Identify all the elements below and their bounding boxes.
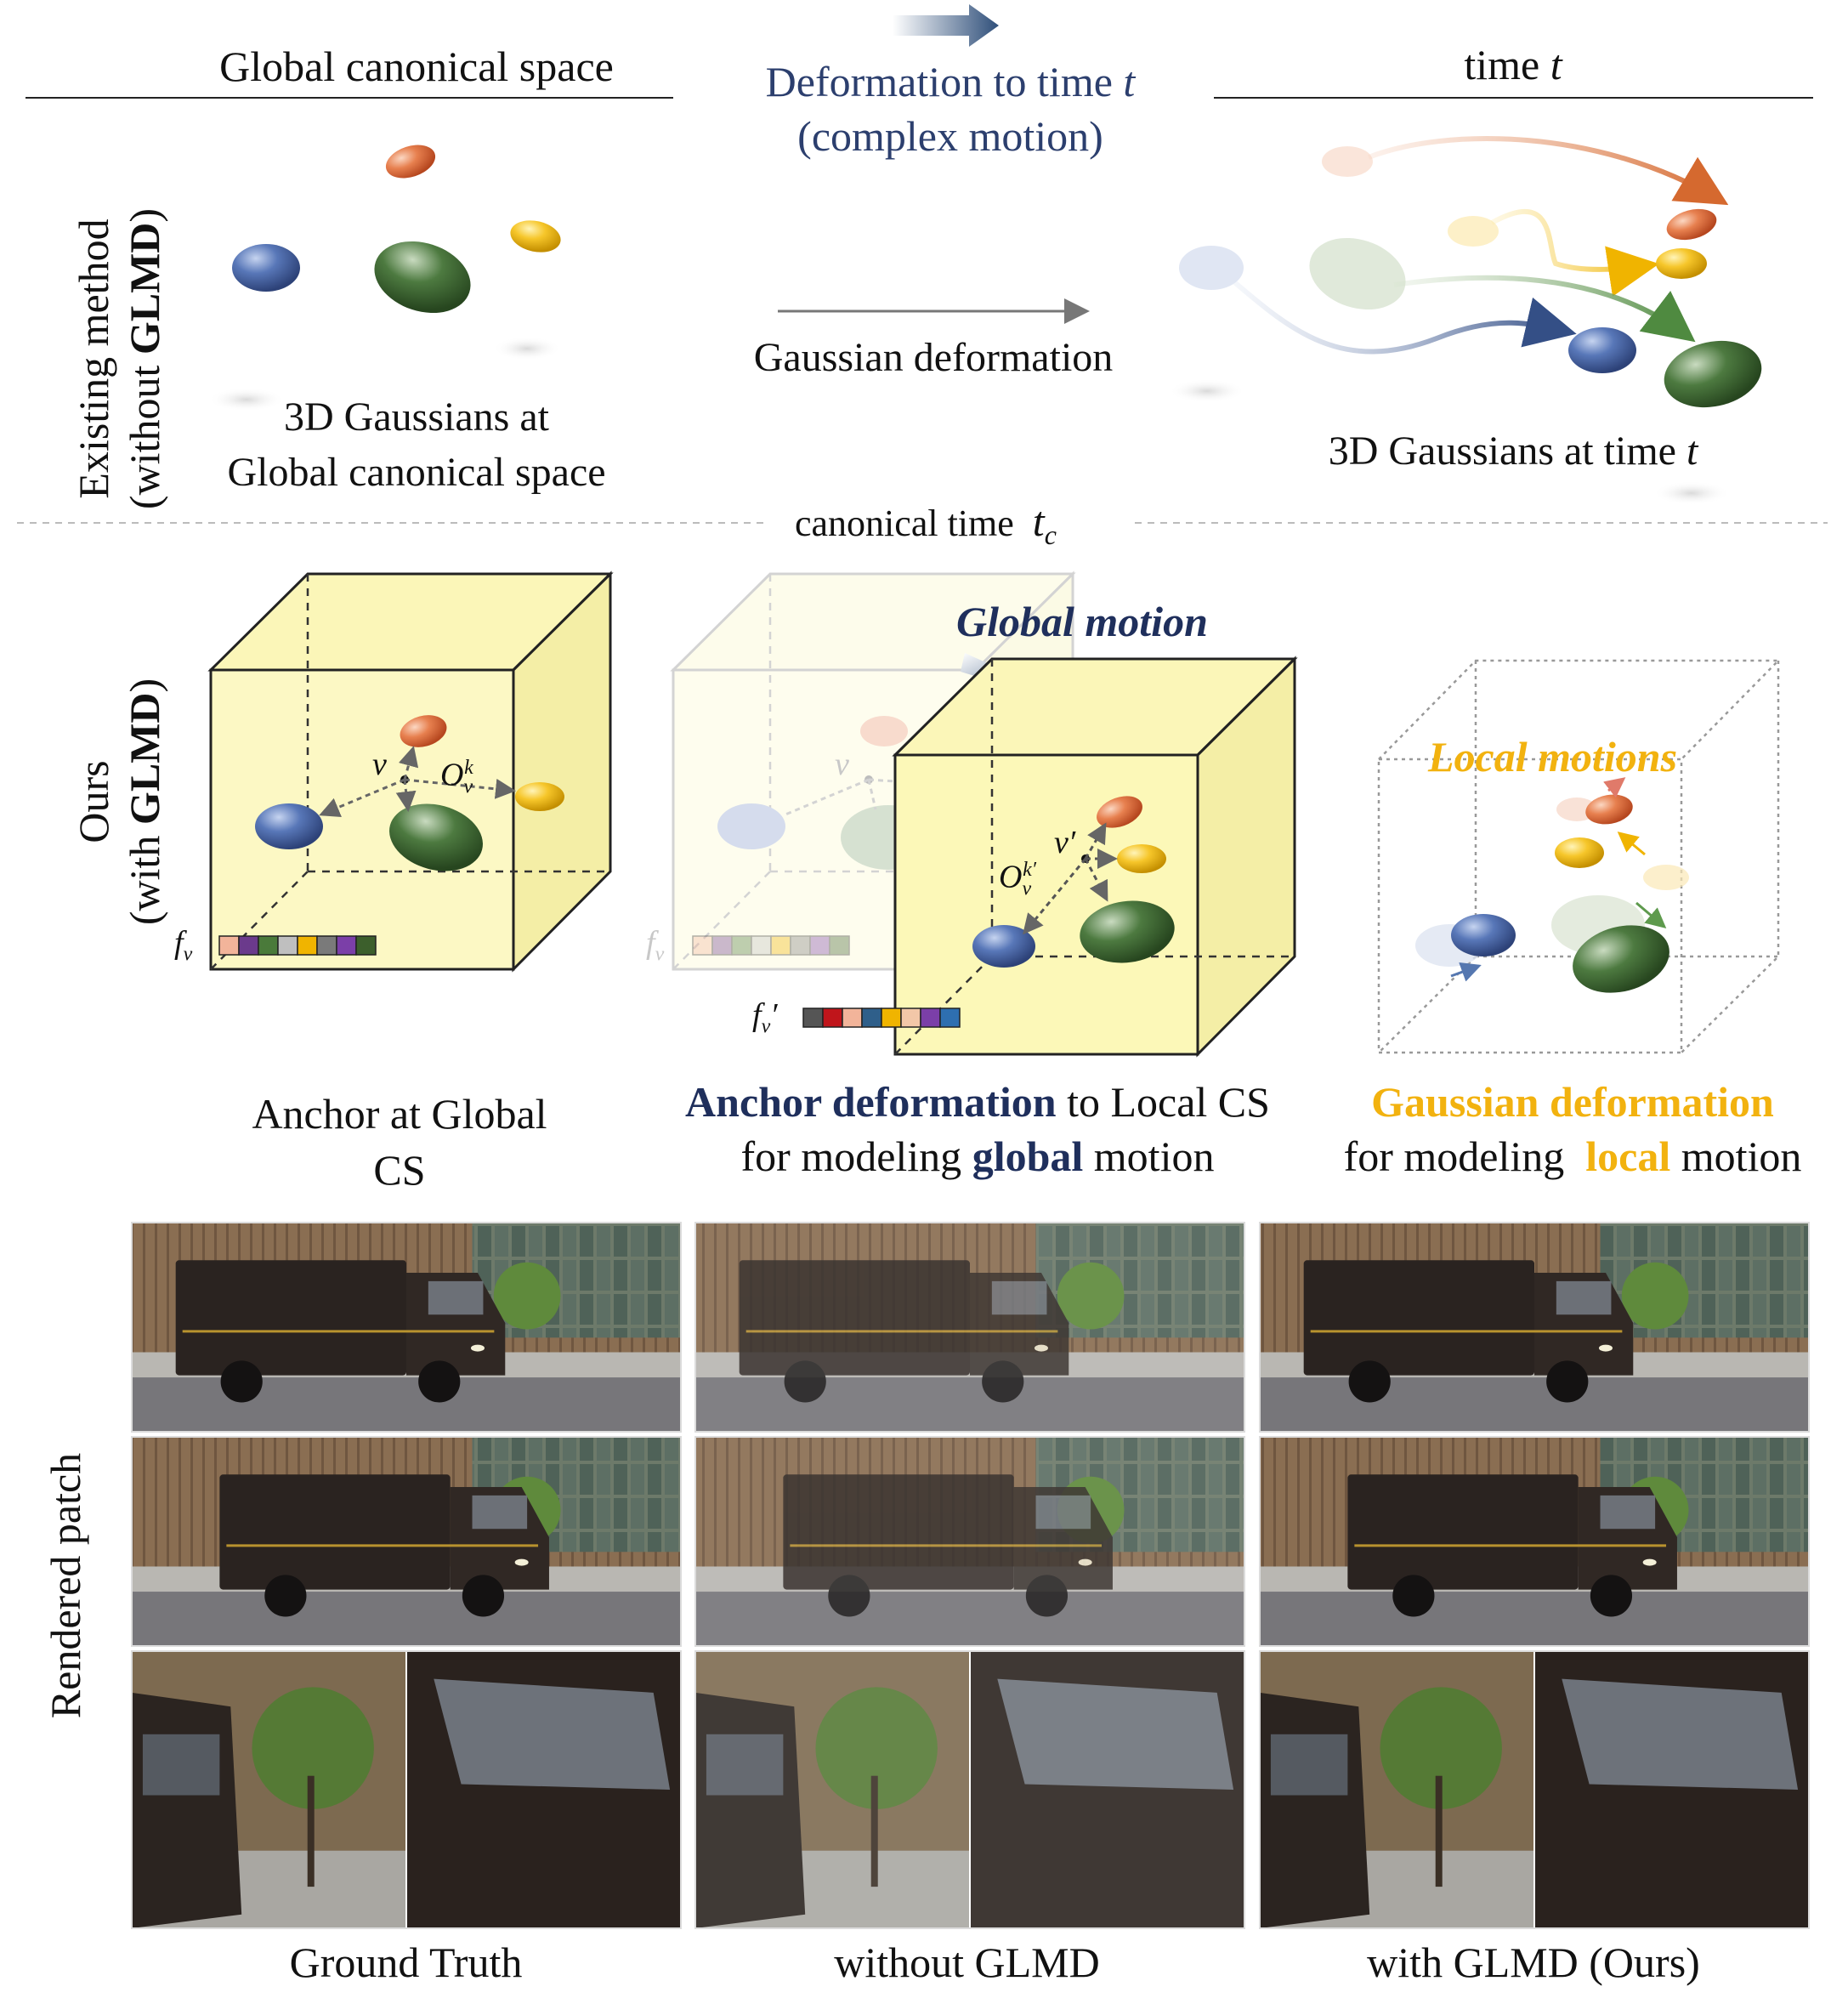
top-left-title: Global canonical space [219,43,614,90]
feature-prime-label: fv′ [752,997,778,1038]
feature-cell [829,935,850,956]
caption-gaussian-deformation-line2: for modeling local motion [1343,1132,1802,1180]
feature-cell [842,1008,863,1028]
local-motion-cube [1377,659,1781,1054]
feature-cell [920,1008,941,1028]
top-middle-title-line2: (complex motion) [797,112,1103,160]
feature-cell [770,935,791,956]
feature-cell [277,935,298,956]
left-caption-line1: 3D Gaussians at [284,394,549,440]
row-label-rendered: Rendered patch [42,1452,89,1719]
feature-cell [218,935,240,956]
canonical-time-label: canonical time tc [795,497,1057,550]
column-label-with-glmd: with GLMD (Ours) [1367,1938,1700,1986]
feature-cell [258,935,279,956]
feature-cell [861,1008,882,1028]
gaussian-blue-icon [232,244,300,292]
feature-cell [316,935,337,956]
feature-cell [822,1008,843,1028]
anchor-feature-vector [218,935,377,956]
local-feature-vector [802,1008,961,1028]
gaussian-deformation-label: Gaussian deformation [753,335,1114,380]
rendered-patch-r1c0 [131,1222,682,1433]
feature-cell [355,935,377,956]
global-cs-cube [207,570,614,973]
rendered-patches [131,1222,1810,1929]
deformation-arrow-icon [893,4,999,47]
rendered-patch-r2c0 [131,1436,682,1647]
closeup-patch-r3c1 [694,1650,1245,1929]
column-label-ground-truth: Ground Truth [289,1938,523,1986]
column-label-without-glmd: without GLMD [834,1938,1100,1986]
gaussian-yellow-icon [510,220,561,253]
top-middle-title-line1: Deformation to time t [765,58,1136,105]
local-motions-label: Local motions [1428,733,1678,780]
rendered-patch-r2c2 [1259,1436,1810,1647]
closeup-patch-r3c0 [131,1650,682,1929]
offset-label: Ovk [440,757,473,798]
feature-cell [939,1008,961,1028]
faded-feature-label: fv [646,925,665,966]
gaussian-green-icon [374,241,471,314]
faded-feature-vector [692,935,850,956]
feature-cell [900,1008,921,1028]
top-right-title: time t [1464,41,1562,88]
caption-anchor-deformation-line1: Anchor deformation to Local CS [685,1078,1270,1126]
feature-label: fv [174,925,193,966]
feature-cell [711,935,733,956]
caption-gaussian-deformation-line1: Gaussian deformation [1371,1078,1774,1126]
feature-cell [692,935,713,956]
left-caption-line2: Global canonical space [227,450,606,495]
rendered-patch-r1c1 [694,1222,1245,1433]
feature-cell [881,1008,902,1028]
gaussian-orange-icon [385,145,436,179]
feature-cell [731,935,752,956]
anchor-v-prime-label: v′ [1054,825,1076,860]
offset-prime-label: Ovk′ [999,859,1037,900]
local-cs-cube [892,656,1298,1058]
anchor-v-label: v [372,746,387,782]
feature-cell [297,935,318,956]
caption-anchor-global-line2: CS [373,1146,426,1194]
feature-cell [751,935,772,956]
feature-cell [790,935,811,956]
right-caption: 3D Gaussians at time t [1328,429,1698,474]
faded-v-label: v [835,746,849,782]
rendered-patch-r1c2 [1259,1222,1810,1433]
feature-cell [809,935,830,956]
rendered-patch-r2c1 [694,1436,1245,1647]
feature-cell [336,935,357,956]
feature-cell [238,935,259,956]
row-label-ours: Ours (with GLMD) [70,678,168,926]
global-motion-label: Global motion [956,598,1208,645]
feature-cell [802,1008,824,1028]
closeup-patch-r3c2 [1259,1650,1810,1929]
caption-anchor-global-line1: Anchor at Global [252,1090,547,1138]
caption-anchor-deformation-line2: for modeling global motion [740,1132,1215,1180]
